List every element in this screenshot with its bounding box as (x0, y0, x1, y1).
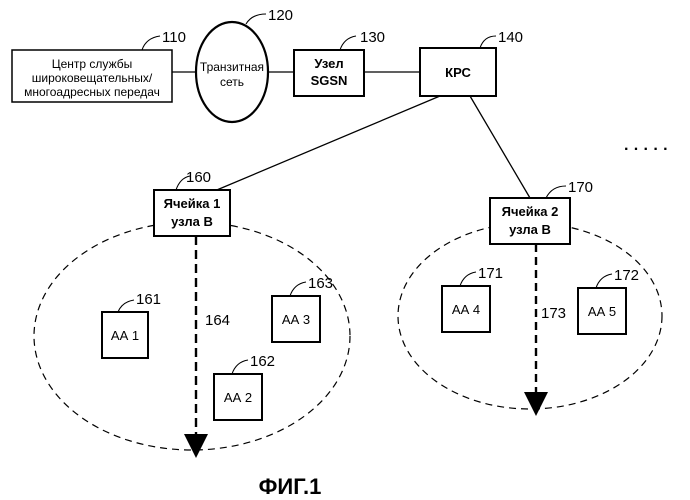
ue4-ref: 171 (478, 265, 503, 282)
cell2-ref-leader (546, 186, 566, 198)
sgsn-label-line1: Узел (314, 56, 343, 71)
sgsn-ref-leader (340, 36, 356, 50)
cell1-label-line1: Ячейка 1 (164, 196, 221, 211)
rnc-ref: 140 (498, 29, 523, 46)
ue5-ref-leader (596, 274, 612, 288)
ue3-label: АА 3 (282, 312, 310, 327)
ue3-ref: 163 (308, 275, 333, 292)
ue1-label: АА 1 (111, 328, 139, 343)
transit-label-line1: Транзитная (200, 60, 264, 74)
bmsc-label-line3: многоадресных передач (24, 85, 160, 99)
transit-ref: 120 (268, 7, 293, 24)
arrow-173-ref: 173 (541, 305, 566, 322)
ue4-label: АА 4 (452, 302, 480, 317)
ue2-ref: 162 (250, 353, 275, 370)
rnc-label: КРС (445, 65, 471, 80)
ue5-ref: 172 (614, 267, 639, 284)
ue3-ref-leader (290, 282, 306, 296)
cell2-label-line1: Ячейка 2 (502, 204, 559, 219)
ue5-label: АА 5 (588, 304, 616, 319)
bmsc-label-line1: Центр службы (52, 57, 132, 71)
cell1-ref: 160 (186, 169, 211, 186)
cell2-ref: 170 (568, 179, 593, 196)
ue2-label: АА 2 (224, 390, 252, 405)
bmsc-ref: 110 (162, 29, 186, 46)
sgsn-ref: 130 (360, 29, 385, 46)
arrow-164-ref: 164 (205, 312, 230, 329)
transit-label-line2: сеть (220, 75, 244, 89)
ue1-ref: 161 (136, 291, 161, 308)
ue2-ref-leader (232, 360, 248, 374)
ue1-ref-leader (118, 300, 134, 312)
cell2-label-line2: узла В (509, 222, 551, 237)
cell1-label-line2: узла В (171, 214, 213, 229)
bmsc-label-line2: широковещательных/ (32, 71, 153, 85)
transit-ref-leader (246, 14, 266, 24)
sgsn-label-line2: SGSN (311, 73, 348, 88)
ue4-ref-leader (460, 272, 476, 286)
figure-caption: ФИГ.1 (259, 474, 322, 499)
more-cells-dots: · · · · · (624, 141, 668, 158)
link-rnc-cell2 (470, 96, 530, 198)
bmsc-ref-leader (142, 36, 160, 50)
rnc-ref-leader (480, 36, 496, 48)
